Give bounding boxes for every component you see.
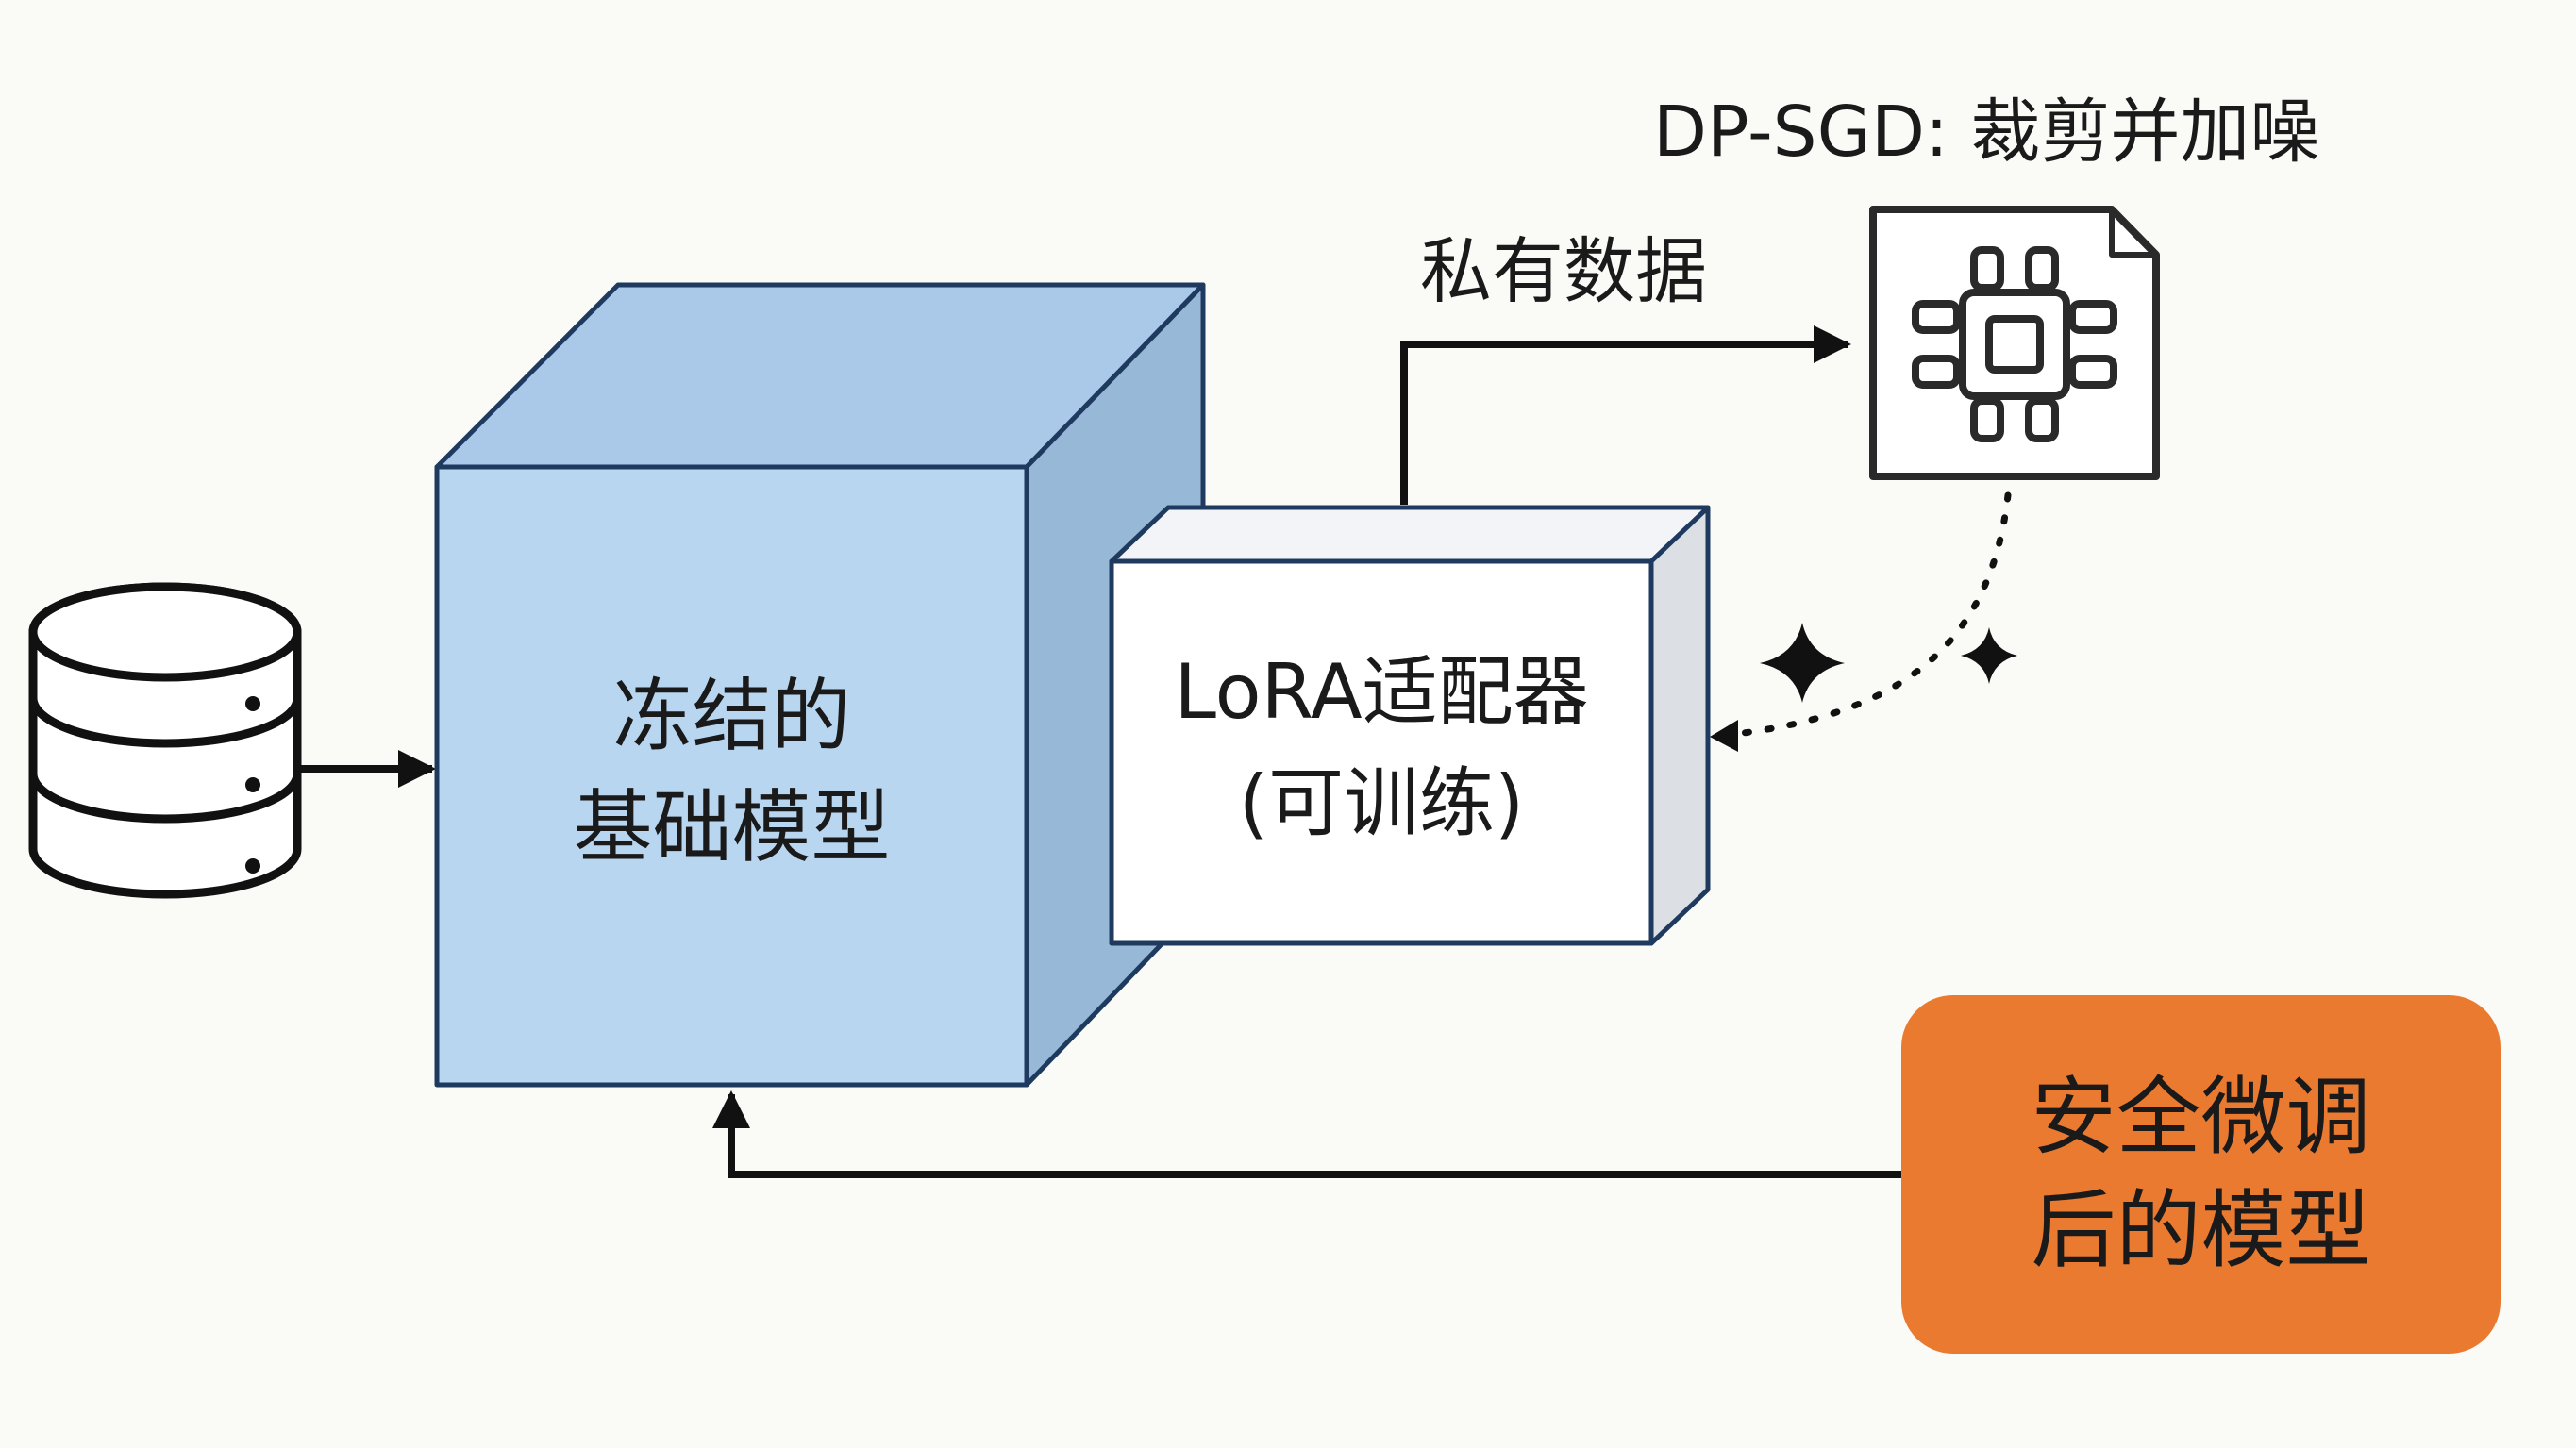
database-icon [28,582,302,899]
secure-finetuned-model-box [1901,995,2501,1354]
arrow-output-to-model [712,1090,1901,1178]
lora-adapter-label: LoRA适配器 (可训练) [1112,637,1651,859]
dp-sgd-label: DP-SGD: 裁剪并加噪 [1653,92,2320,173]
sparkle-icon [1760,623,1845,703]
dotted-arrowhead [1710,720,1738,752]
private-data-label: 私有数据 [1420,229,1707,313]
arrow-lora-to-dpsgd [1400,325,1851,505]
frozen-model-cube [434,282,1206,1088]
sparkle-icon [1961,627,2017,684]
secure-model-label: 安全微调 后的模型 [1901,1061,2501,1288]
lora-adapter-box [1109,505,1711,946]
lora-line2: (可训练) [1238,759,1525,847]
secure-model-line1: 安全微调 [2031,1068,2371,1167]
secure-model-line2: 后的模型 [2031,1181,2371,1280]
lora-line1: LoRA适配器 [1174,648,1589,736]
frozen-model-label: 冻结的 基础模型 [437,660,1027,883]
chip-document-icon [1869,206,2160,480]
dotted-arrow-dpsgd-to-lora [1715,491,2012,740]
frozen-model-line2: 基础模型 [573,781,891,874]
frozen-model-line1: 冻结的 [612,670,851,762]
